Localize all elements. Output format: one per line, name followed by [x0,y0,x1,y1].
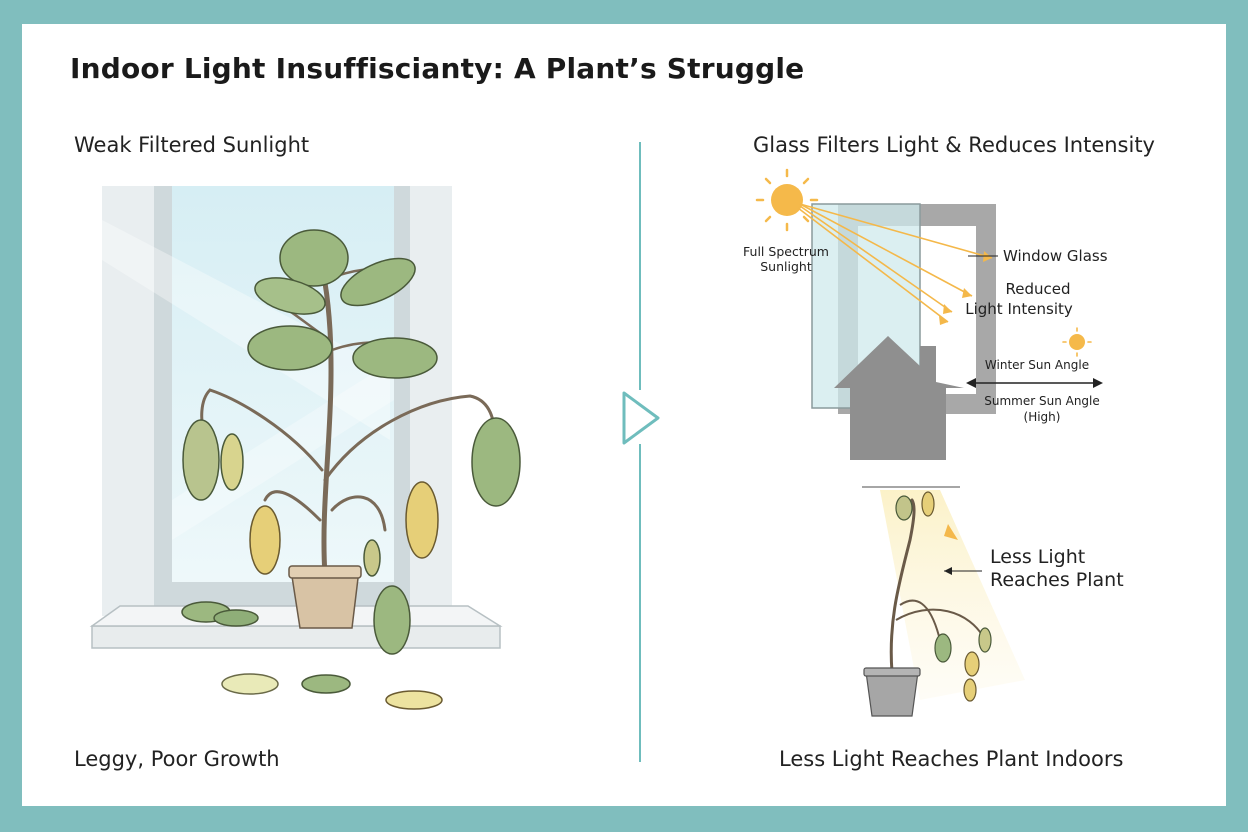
indoor-plant [862,486,1025,717]
left-bottom-caption: Leggy, Poor Growth [74,747,280,771]
left-top-caption: Weak Filtered Sunlight [74,133,310,157]
struggling-plant [182,229,521,655]
label-winter-sun: Winter Sun Angle [985,358,1089,372]
light-beam [102,220,390,440]
label-less-light-2: Reaches Plant [990,569,1124,591]
sun-icon [755,168,819,232]
label-window-glass: Window Glass [1003,247,1108,265]
right-bottom-caption: Less Light Reaches Plant Indoors [779,747,1124,771]
label-reduced-1: Reduced [1005,280,1070,298]
glow-arrow-icon [944,524,958,540]
sill-top [89,605,503,627]
winter-sun-icon [1062,327,1092,357]
page-title: Indoor Light Insuffiscianty: A Plant’s S… [70,52,805,85]
ray-arrowheads [939,251,992,325]
sun-angle-arrow [966,378,1103,388]
window-sill [91,625,501,649]
house-icon [834,336,964,460]
right-top-caption: Glass Filters Light & Reduces Intensity [753,133,1155,157]
label-full-spectrum-2: Sunlight [760,259,812,274]
fallen-leaves [181,601,443,710]
label-full-spectrum-1: Full Spectrum [743,244,829,259]
glass-diagram [755,168,1103,460]
label-summer-sun-2: (High) [1024,410,1061,424]
label-summer-sun-1: Summer Sun Angle [984,394,1100,408]
light-beam-2 [172,360,394,540]
label-reduced-2: Light Intensity [965,300,1073,318]
label-less-light-1: Less Light [990,546,1085,568]
light-rays [797,203,993,323]
next-arrow-icon [618,390,662,445]
